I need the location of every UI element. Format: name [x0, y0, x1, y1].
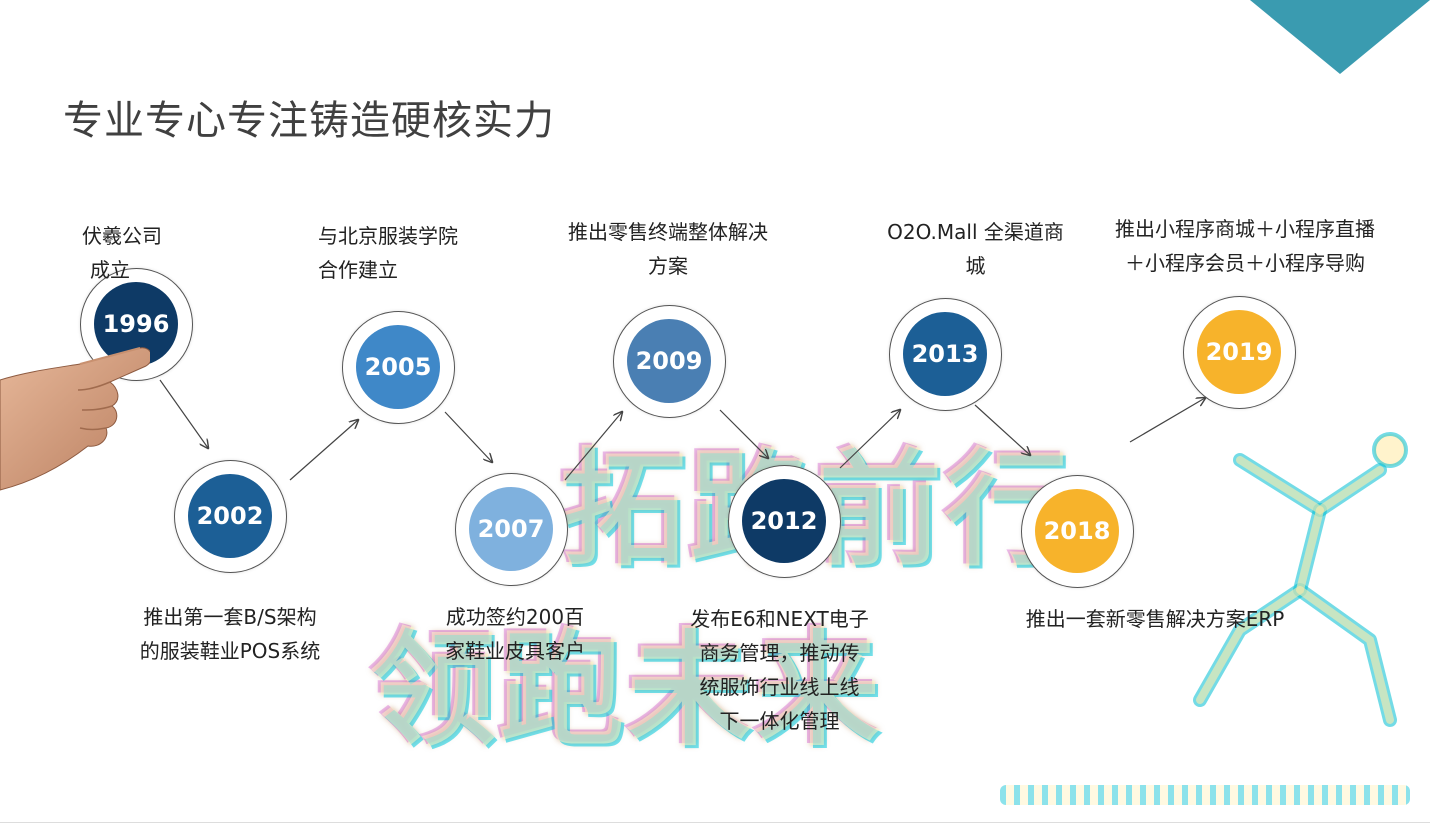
- caption-line: 推出第一套B/S架构: [143, 605, 317, 629]
- milestone-2018: 2018: [1035, 489, 1119, 573]
- arrow-2012-2013: [839, 410, 900, 469]
- caption-2005: 与北京服装学院 合作建立: [318, 219, 458, 287]
- caption-line: ＋小程序会员＋小程序导购: [1125, 251, 1365, 275]
- arrow-2018-2019: [1129, 398, 1205, 443]
- arrow-2013-2018: [974, 404, 1030, 455]
- runner-figure-watermark: [1193, 432, 1408, 727]
- caption-line: 伏羲公司: [82, 224, 162, 248]
- caption-line: 的服装鞋业POS系统: [139, 639, 321, 663]
- page-title: 专业专心专注铸造硬核实力: [63, 98, 555, 144]
- caption-line: 与北京服装学院: [318, 224, 458, 248]
- caption-2018: 推出一套新零售解决方案ERP: [1005, 602, 1305, 636]
- caption-2009: 推出零售终端整体解决 方案: [548, 215, 788, 283]
- caption-line: 城: [965, 254, 986, 278]
- bottom-divider: [0, 822, 1430, 823]
- caption-line: 发布E6和NEXT电子: [690, 607, 869, 631]
- year-label: 2002: [196, 502, 264, 530]
- arrow-2002-2005: [289, 420, 358, 481]
- caption-line: 推出零售终端整体解决: [568, 220, 768, 244]
- caption-line: 家鞋业皮具客户: [445, 639, 585, 663]
- caption-1996: 伏羲公司 成立: [82, 219, 162, 287]
- milestone-2002: 2002: [188, 474, 272, 558]
- caption-2013: O2O.Mall 全渠道商 城: [868, 215, 1083, 283]
- year-label: 2012: [750, 507, 818, 535]
- year-label: 2018: [1043, 517, 1111, 545]
- pointing-hand-illustration: [0, 347, 150, 491]
- milestone-2013: 2013: [903, 312, 987, 396]
- caption-line: 方案: [648, 254, 688, 278]
- watermark-floor-decoration: [1000, 785, 1410, 805]
- milestone-2005: 2005: [356, 325, 440, 409]
- corner-triangle-decoration: [1250, 0, 1430, 74]
- year-label: 1996: [102, 310, 170, 338]
- caption-2019: 推出小程序商城＋小程序直播 ＋小程序会员＋小程序导购: [1090, 212, 1400, 280]
- caption-line: 下一体化管理: [719, 709, 840, 733]
- caption-2007: 成功签约200百 家鞋业皮具客户: [425, 600, 605, 668]
- arrow-2009-2012: [719, 409, 768, 458]
- caption-line: 商务管理，推动传: [699, 641, 860, 665]
- milestone-2019: 2019: [1197, 310, 1281, 394]
- year-label: 2009: [635, 347, 703, 375]
- arrow-1996-2002: [159, 379, 208, 448]
- milestone-2009: 2009: [627, 319, 711, 403]
- year-label: 2007: [477, 515, 545, 543]
- watermark-text-line2: 领跑未来: [370, 615, 882, 763]
- caption-2002: 推出第一套B/S架构 的服装鞋业POS系统: [120, 600, 340, 668]
- milestone-2007: 2007: [469, 487, 553, 571]
- year-label: 2013: [911, 340, 979, 368]
- caption-line: 推出一套新零售解决方案ERP: [1025, 607, 1285, 631]
- year-label: 2005: [364, 353, 432, 381]
- caption-2012: 发布E6和NEXT电子 商务管理，推动传 统服饰行业线上线 下一体化管理: [672, 602, 887, 738]
- caption-line: 成功签约200百: [445, 605, 585, 629]
- caption-line: 合作建立: [318, 258, 398, 282]
- arrow-2005-2007: [444, 411, 492, 462]
- caption-line: O2O.Mall 全渠道商: [887, 220, 1064, 244]
- year-label: 2019: [1205, 338, 1273, 366]
- arrow-2007-2009: [564, 412, 622, 481]
- caption-line: 统服饰行业线上线: [699, 675, 860, 699]
- caption-line: 推出小程序商城＋小程序直播: [1115, 217, 1375, 241]
- milestone-2012: 2012: [742, 479, 826, 563]
- caption-line: 成立: [90, 258, 130, 282]
